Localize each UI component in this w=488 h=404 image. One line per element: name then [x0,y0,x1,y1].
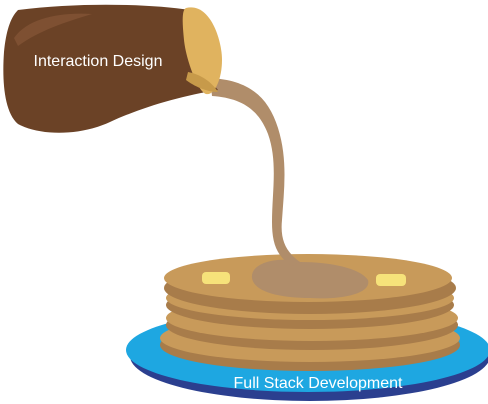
syrup-stream [210,78,300,266]
butter-pat [202,272,230,284]
pitcher-highlight [14,13,92,46]
pitcher-body [3,4,219,133]
syrup-puddle [251,259,369,299]
syrup-pitcher: Interaction Design [3,4,222,133]
pitcher-spout-rim [186,72,218,92]
pitcher-rim [182,7,222,95]
plate-label: Full Stack Development [234,375,404,392]
butter-pat [376,274,406,286]
pitcher-label: Interaction Design [34,53,163,70]
